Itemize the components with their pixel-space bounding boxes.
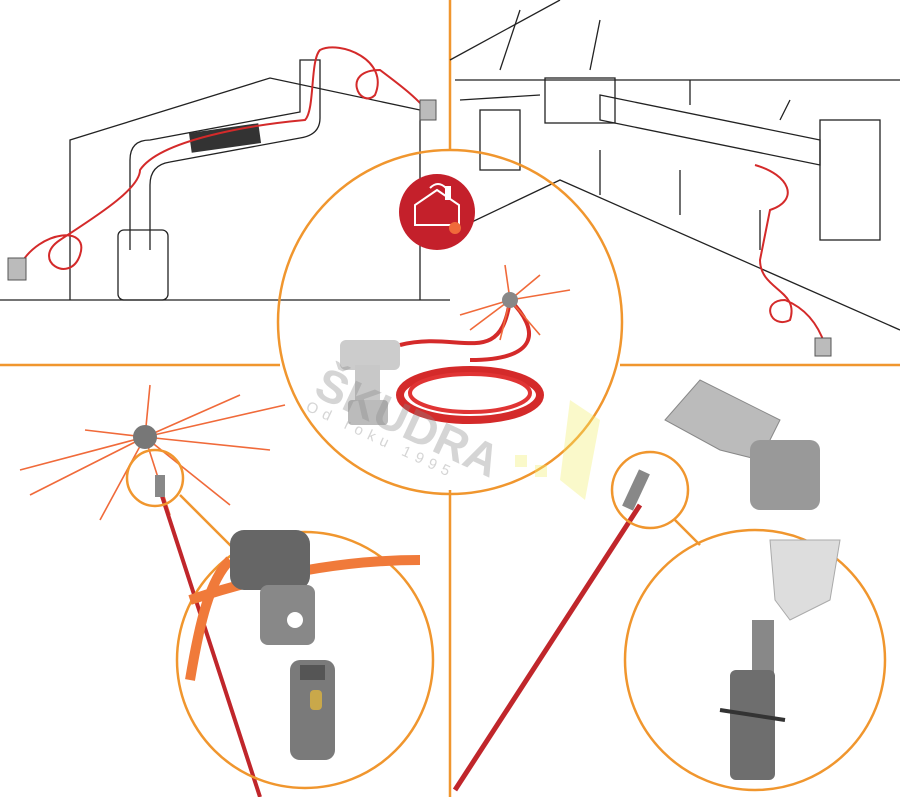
chimney-house-badge-icon	[399, 174, 475, 250]
drill-icon	[340, 340, 400, 425]
house-chimney-scene	[0, 46, 450, 301]
drill-connector-detail	[452, 379, 887, 792]
brush-head-icon	[459, 264, 571, 341]
watermark-logo: ŠKUDRA Od roku 1995	[303, 357, 600, 500]
product-overview: ŠKUDRA Od roku 1995	[276, 148, 624, 500]
brush-connector-detail	[19, 384, 435, 797]
brush-bristles-icon	[19, 384, 286, 521]
ventilation-ducts-scene	[449, 0, 900, 357]
